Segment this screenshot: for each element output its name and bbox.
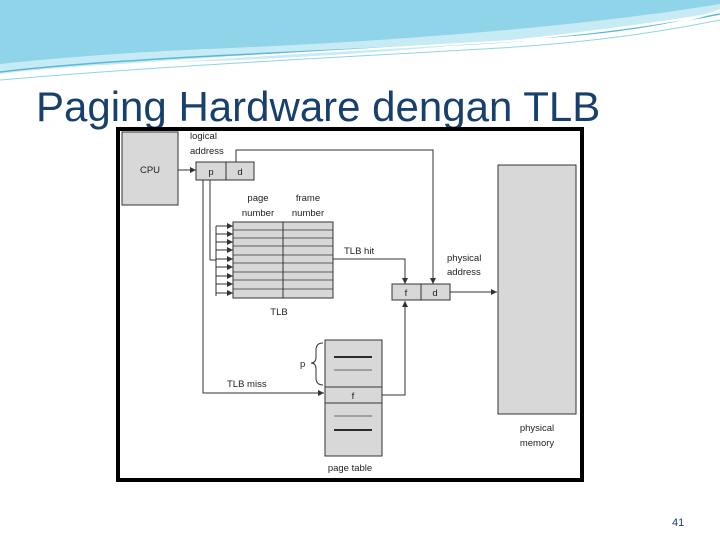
frame-number-label-line2: number — [292, 208, 324, 219]
logical-d-label: d — [237, 167, 242, 178]
logical-address-label-line2: address — [190, 146, 224, 157]
page-table-f-label: f — [352, 391, 355, 402]
page-table-box — [324, 339, 383, 457]
tlb-lookup-lines — [209, 180, 233, 296]
logical-address-label-line1: logical — [190, 131, 217, 142]
physical-address-label-line1: physical — [447, 253, 481, 264]
frame-number-label-line1: frame — [296, 193, 320, 204]
page-table-to-frame-arrow — [382, 301, 408, 396]
wave-band-mid — [0, 0, 720, 64]
cpu-label: CPU — [140, 165, 160, 176]
physical-memory-label-line1: physical — [520, 423, 554, 434]
physical-memory-label-line2: memory — [520, 438, 555, 449]
tlb-table — [232, 221, 334, 299]
physical-f-label: f — [405, 288, 408, 299]
slide-title: Paging Hardware dengan TLB — [36, 83, 601, 130]
cpu-box — [121, 131, 179, 206]
header-wave-decoration — [0, 0, 720, 81]
tlb-hit-arrow — [333, 258, 408, 284]
page-table-label: page table — [328, 463, 372, 474]
page-table-p-label: p — [300, 359, 305, 370]
physical-d-label: d — [432, 288, 437, 299]
physical-address-label-line2: address — [447, 267, 481, 278]
page-number-label-line1: page — [247, 193, 268, 204]
logical-address-box — [195, 161, 255, 181]
tlb-hit-label: TLB hit — [344, 246, 374, 257]
physical-memory-box — [497, 164, 577, 415]
wave-line-2 — [0, 19, 720, 81]
page-number-label-line2: number — [242, 208, 274, 219]
wave-line-3 — [59, 9, 720, 71]
tlb-miss-label: TLB miss — [227, 379, 267, 390]
logical-p-label: p — [208, 167, 213, 178]
slide-number: 41 — [672, 517, 685, 529]
offset-d-arrow — [235, 149, 436, 284]
tlb-miss-arrow — [202, 180, 324, 396]
p-brace — [310, 342, 324, 386]
tlb-label: TLB — [270, 307, 287, 318]
